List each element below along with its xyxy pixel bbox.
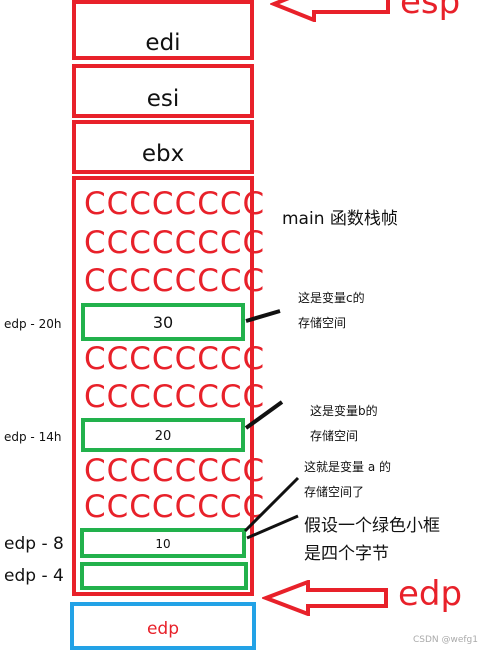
variable-a-slot: 10 (80, 528, 246, 558)
edp-saved-box: edp (70, 602, 256, 650)
note-a-line2: 存储空间了 (304, 485, 365, 499)
offset-label-empty: edp - 4 (4, 566, 64, 586)
cc-fill-row: CCCCCCCC (84, 341, 266, 377)
edp-arrow-icon (262, 580, 388, 616)
ebx-label: ebx (141, 141, 185, 167)
note-b-pointer-line (244, 400, 284, 430)
cc-fill-row: CCCCCCCC (84, 263, 266, 299)
cc-fill-row: CCCCCCCC (84, 489, 266, 525)
note-a-line1: 这就是变量 a 的 (304, 460, 391, 474)
watermark: CSDN @wefg1 (412, 635, 478, 645)
note-c-pointer-line (245, 309, 281, 323)
variable-a-value: 10 (155, 537, 171, 551)
empty-slot (80, 562, 248, 590)
assumption-line2: 是四个字节 (304, 544, 389, 564)
variable-b-slot: 20 (81, 418, 245, 452)
note-c-line1: 这是变量c的 (298, 291, 365, 305)
ebx-register-box: ebx (72, 120, 254, 174)
note-c-line2: 存储空间 (298, 316, 347, 330)
edi-register-box: edi (72, 0, 254, 60)
esi-register-box: esi (72, 64, 254, 118)
main-stack-frame (72, 176, 254, 596)
offset-label-b: edp - 14h (4, 430, 62, 444)
esp-arrow-icon (270, 0, 390, 22)
esi-label: esi (146, 86, 180, 112)
edp-saved-label: edp (146, 619, 180, 639)
cc-fill-row: CCCCCCCC (84, 186, 266, 222)
offset-label-c: edp - 20h (4, 317, 62, 331)
note-b-line1: 这是变量b的 (310, 404, 378, 418)
variable-c-slot: 30 (81, 303, 245, 341)
edi-label: edi (145, 30, 181, 56)
offset-label-a: edp - 8 (4, 534, 64, 554)
note-a-pointer-line-1 (243, 476, 300, 533)
cc-fill-row: CCCCCCCC (84, 453, 266, 489)
note-b-line2: 存储空间 (310, 429, 359, 443)
esp-pointer-label: esp (400, 0, 461, 22)
note-a-pointer-line-2 (246, 514, 299, 540)
variable-c-value: 30 (152, 313, 174, 332)
cc-fill-row: CCCCCCCC (84, 379, 266, 415)
cc-fill-row: CCCCCCCC (84, 225, 266, 261)
assumption-line1: 假设一个绿色小框 (304, 516, 440, 536)
edp-pointer-label: edp (398, 574, 463, 614)
frame-title: main 函数栈帧 (282, 209, 398, 229)
variable-b-value: 20 (154, 429, 172, 444)
